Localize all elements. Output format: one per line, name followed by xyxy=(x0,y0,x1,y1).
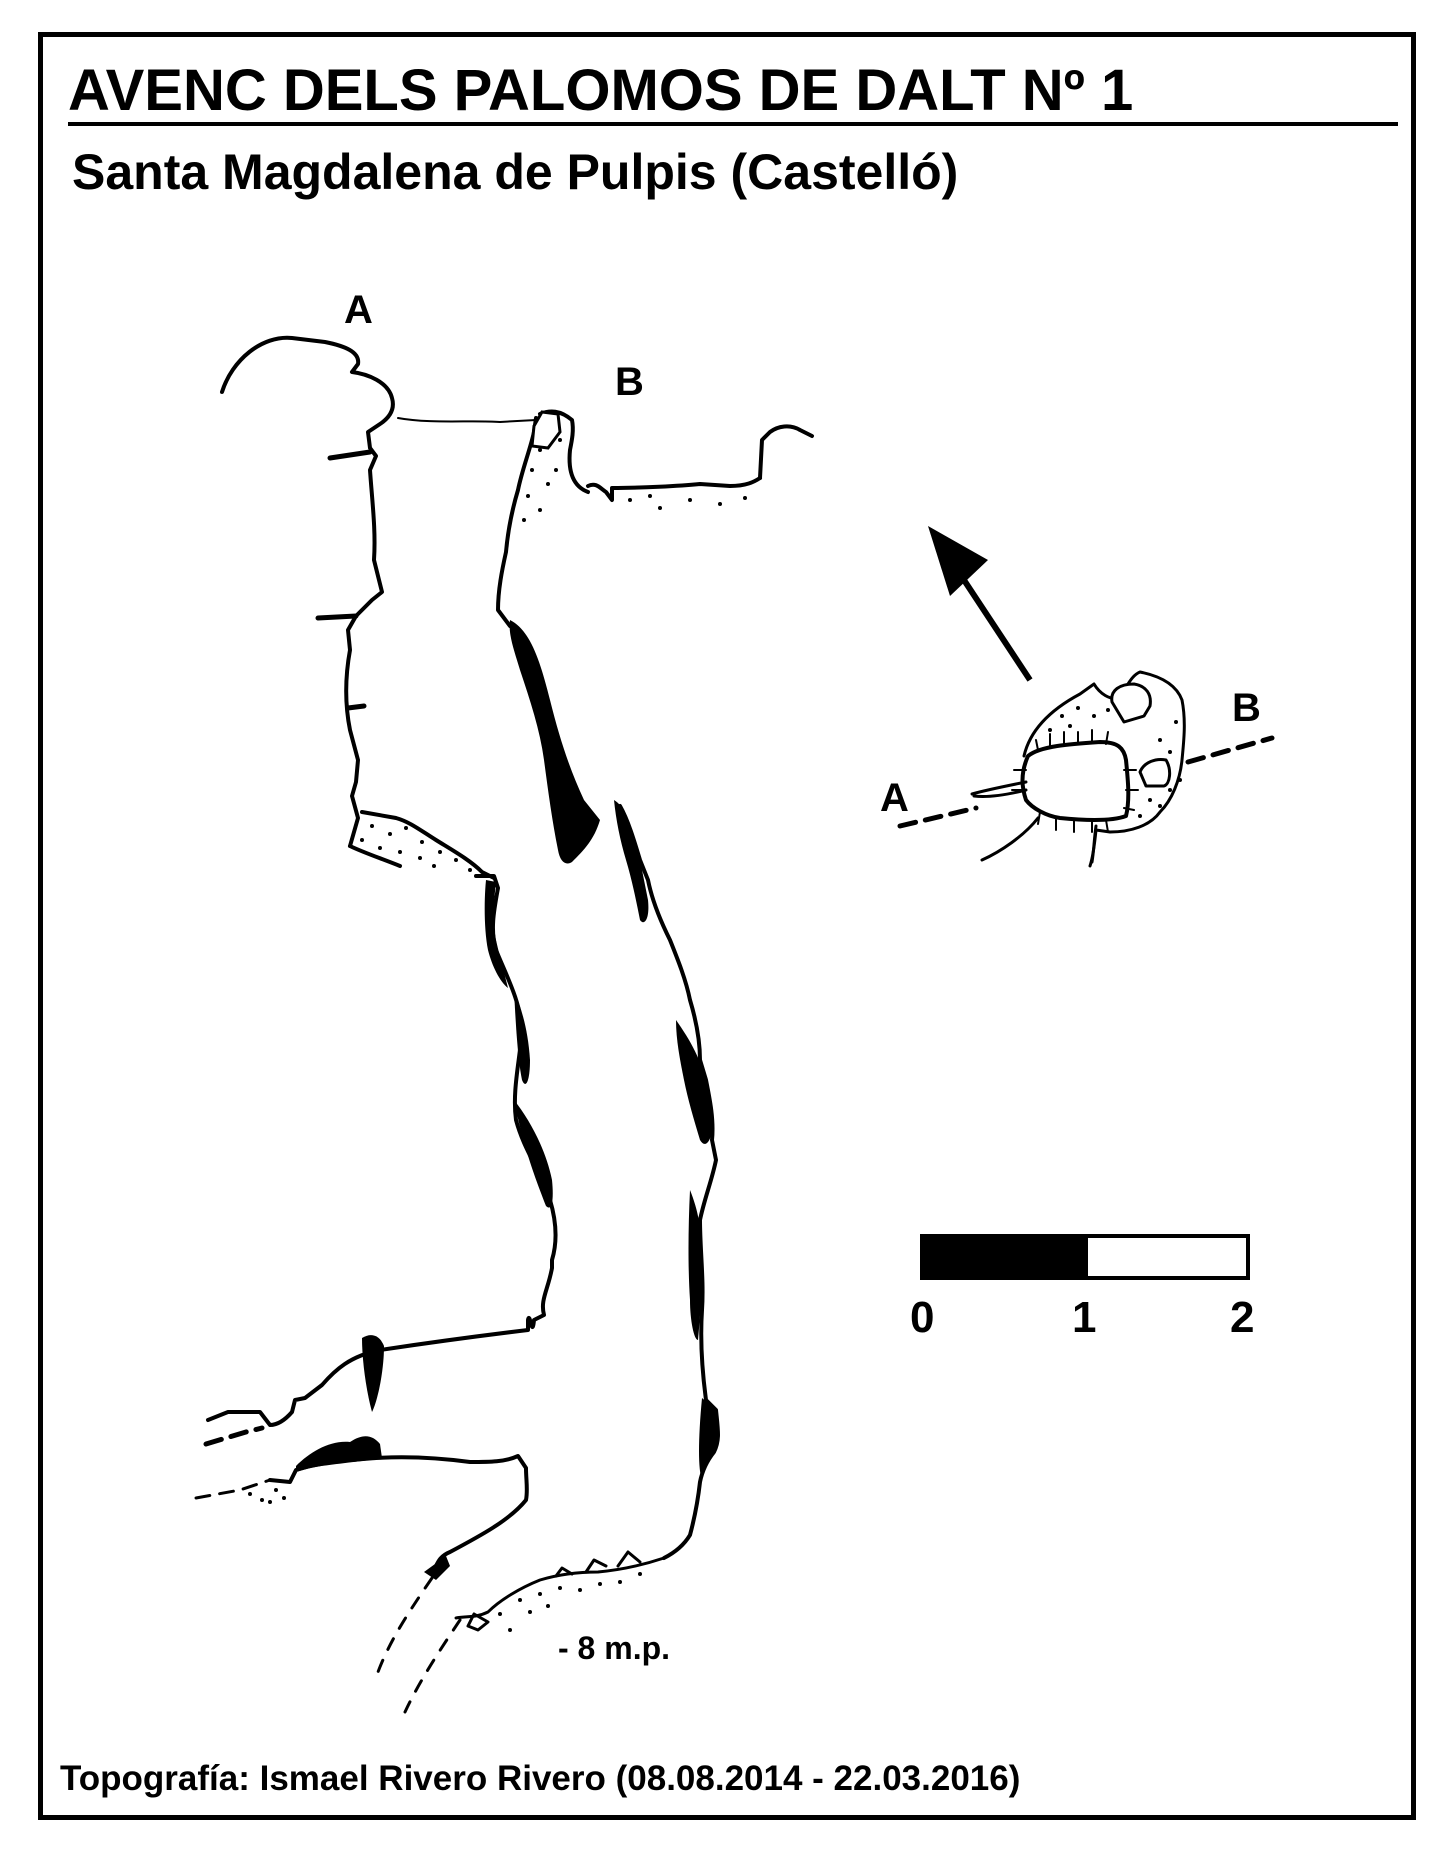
profile-left-ledge-1 xyxy=(327,449,373,461)
scree-lower-branch xyxy=(248,1488,286,1504)
scale-tick-0: 0 xyxy=(910,1293,935,1342)
plan-spur-bottom xyxy=(980,816,1098,864)
scree-b-passage xyxy=(628,494,747,510)
profile-bottom-slope-2 xyxy=(403,1618,462,1714)
profile-left-ledge-2 xyxy=(315,613,359,621)
profile-right-wall xyxy=(496,416,538,628)
flowstone-upper-main xyxy=(509,620,600,864)
flowstone-bottom-slope xyxy=(424,1556,450,1580)
scree-floor xyxy=(498,1572,642,1632)
profile-right-wall-long xyxy=(618,804,720,1560)
location-subtitle: Santa Magdalena de Pulpis (Castelló) xyxy=(72,144,959,200)
profile-left-shelf-lower xyxy=(348,844,402,868)
scale-tick-1: 1 xyxy=(1072,1293,1097,1342)
profile-lower-branch xyxy=(268,1454,529,1572)
flowstone-right-4 xyxy=(699,1398,718,1480)
flowstone-left-2 xyxy=(514,990,530,1084)
north-arrow xyxy=(928,526,1033,682)
profile-entrance-line xyxy=(397,417,537,423)
plan-shaft-mouth xyxy=(1020,740,1131,822)
plan-label-a: A xyxy=(880,776,909,820)
cave-title: AVENC DELS PALOMOS DE DALT Nº 1 xyxy=(68,58,1134,123)
plan-view xyxy=(897,670,1275,868)
profile-left-ledge-3 xyxy=(345,703,367,711)
profile-lower-branch-top-dash xyxy=(203,1425,265,1447)
depth-label: - 8 m.p. xyxy=(558,1630,671,1666)
plan-scree xyxy=(1048,706,1182,818)
flowstone-right-3 xyxy=(688,1190,702,1340)
profile-left-wall xyxy=(220,335,395,848)
plan-label-b: B xyxy=(1232,686,1261,730)
profile-b-passage-right xyxy=(758,424,814,480)
profile-label-a: A xyxy=(344,288,373,332)
profile-floor-block-4 xyxy=(554,1566,574,1578)
map-frame xyxy=(38,32,1416,1820)
plan-outer-wall xyxy=(1022,670,1186,868)
plan-section-line-a xyxy=(897,805,979,829)
plan-section-line-b xyxy=(1185,735,1275,765)
survey-credit: Topografía: Ismael Rivero Rivero (08.08.… xyxy=(60,1759,1021,1798)
flowstone-left-1 xyxy=(484,880,508,988)
profile-floor-block-1 xyxy=(584,1558,608,1574)
title-underline xyxy=(68,122,1398,126)
flowstone-lower-left xyxy=(362,1335,384,1412)
scree-left-shelf xyxy=(360,824,472,872)
scale-bar xyxy=(920,1234,1250,1280)
flowstone-right-2 xyxy=(676,1020,714,1144)
profile-lower-branch-floor xyxy=(194,1478,272,1500)
scree-entrance-b xyxy=(522,438,562,522)
plan-block-top xyxy=(1110,682,1152,724)
profile-label-b: B xyxy=(615,360,644,404)
plan-spur-left xyxy=(970,780,1028,798)
profile-b-passage-floor xyxy=(586,476,762,502)
profile-entrance-block xyxy=(530,410,562,450)
flowstone-right-1 xyxy=(614,800,649,923)
profile-bottom-slope xyxy=(376,1576,434,1674)
profile-left-shelf xyxy=(360,810,496,880)
flowstone-lower-branch xyxy=(296,1436,382,1472)
plan-shaft-hatching xyxy=(1011,729,1139,833)
profile-b-lip xyxy=(538,409,590,494)
profile-floor-block-2 xyxy=(616,1550,642,1568)
flowstone-left-3 xyxy=(514,1100,553,1208)
profile-floor-block-3 xyxy=(466,1612,490,1632)
plan-block-right xyxy=(1138,758,1172,788)
scale-tick-2: 2 xyxy=(1230,1293,1255,1342)
